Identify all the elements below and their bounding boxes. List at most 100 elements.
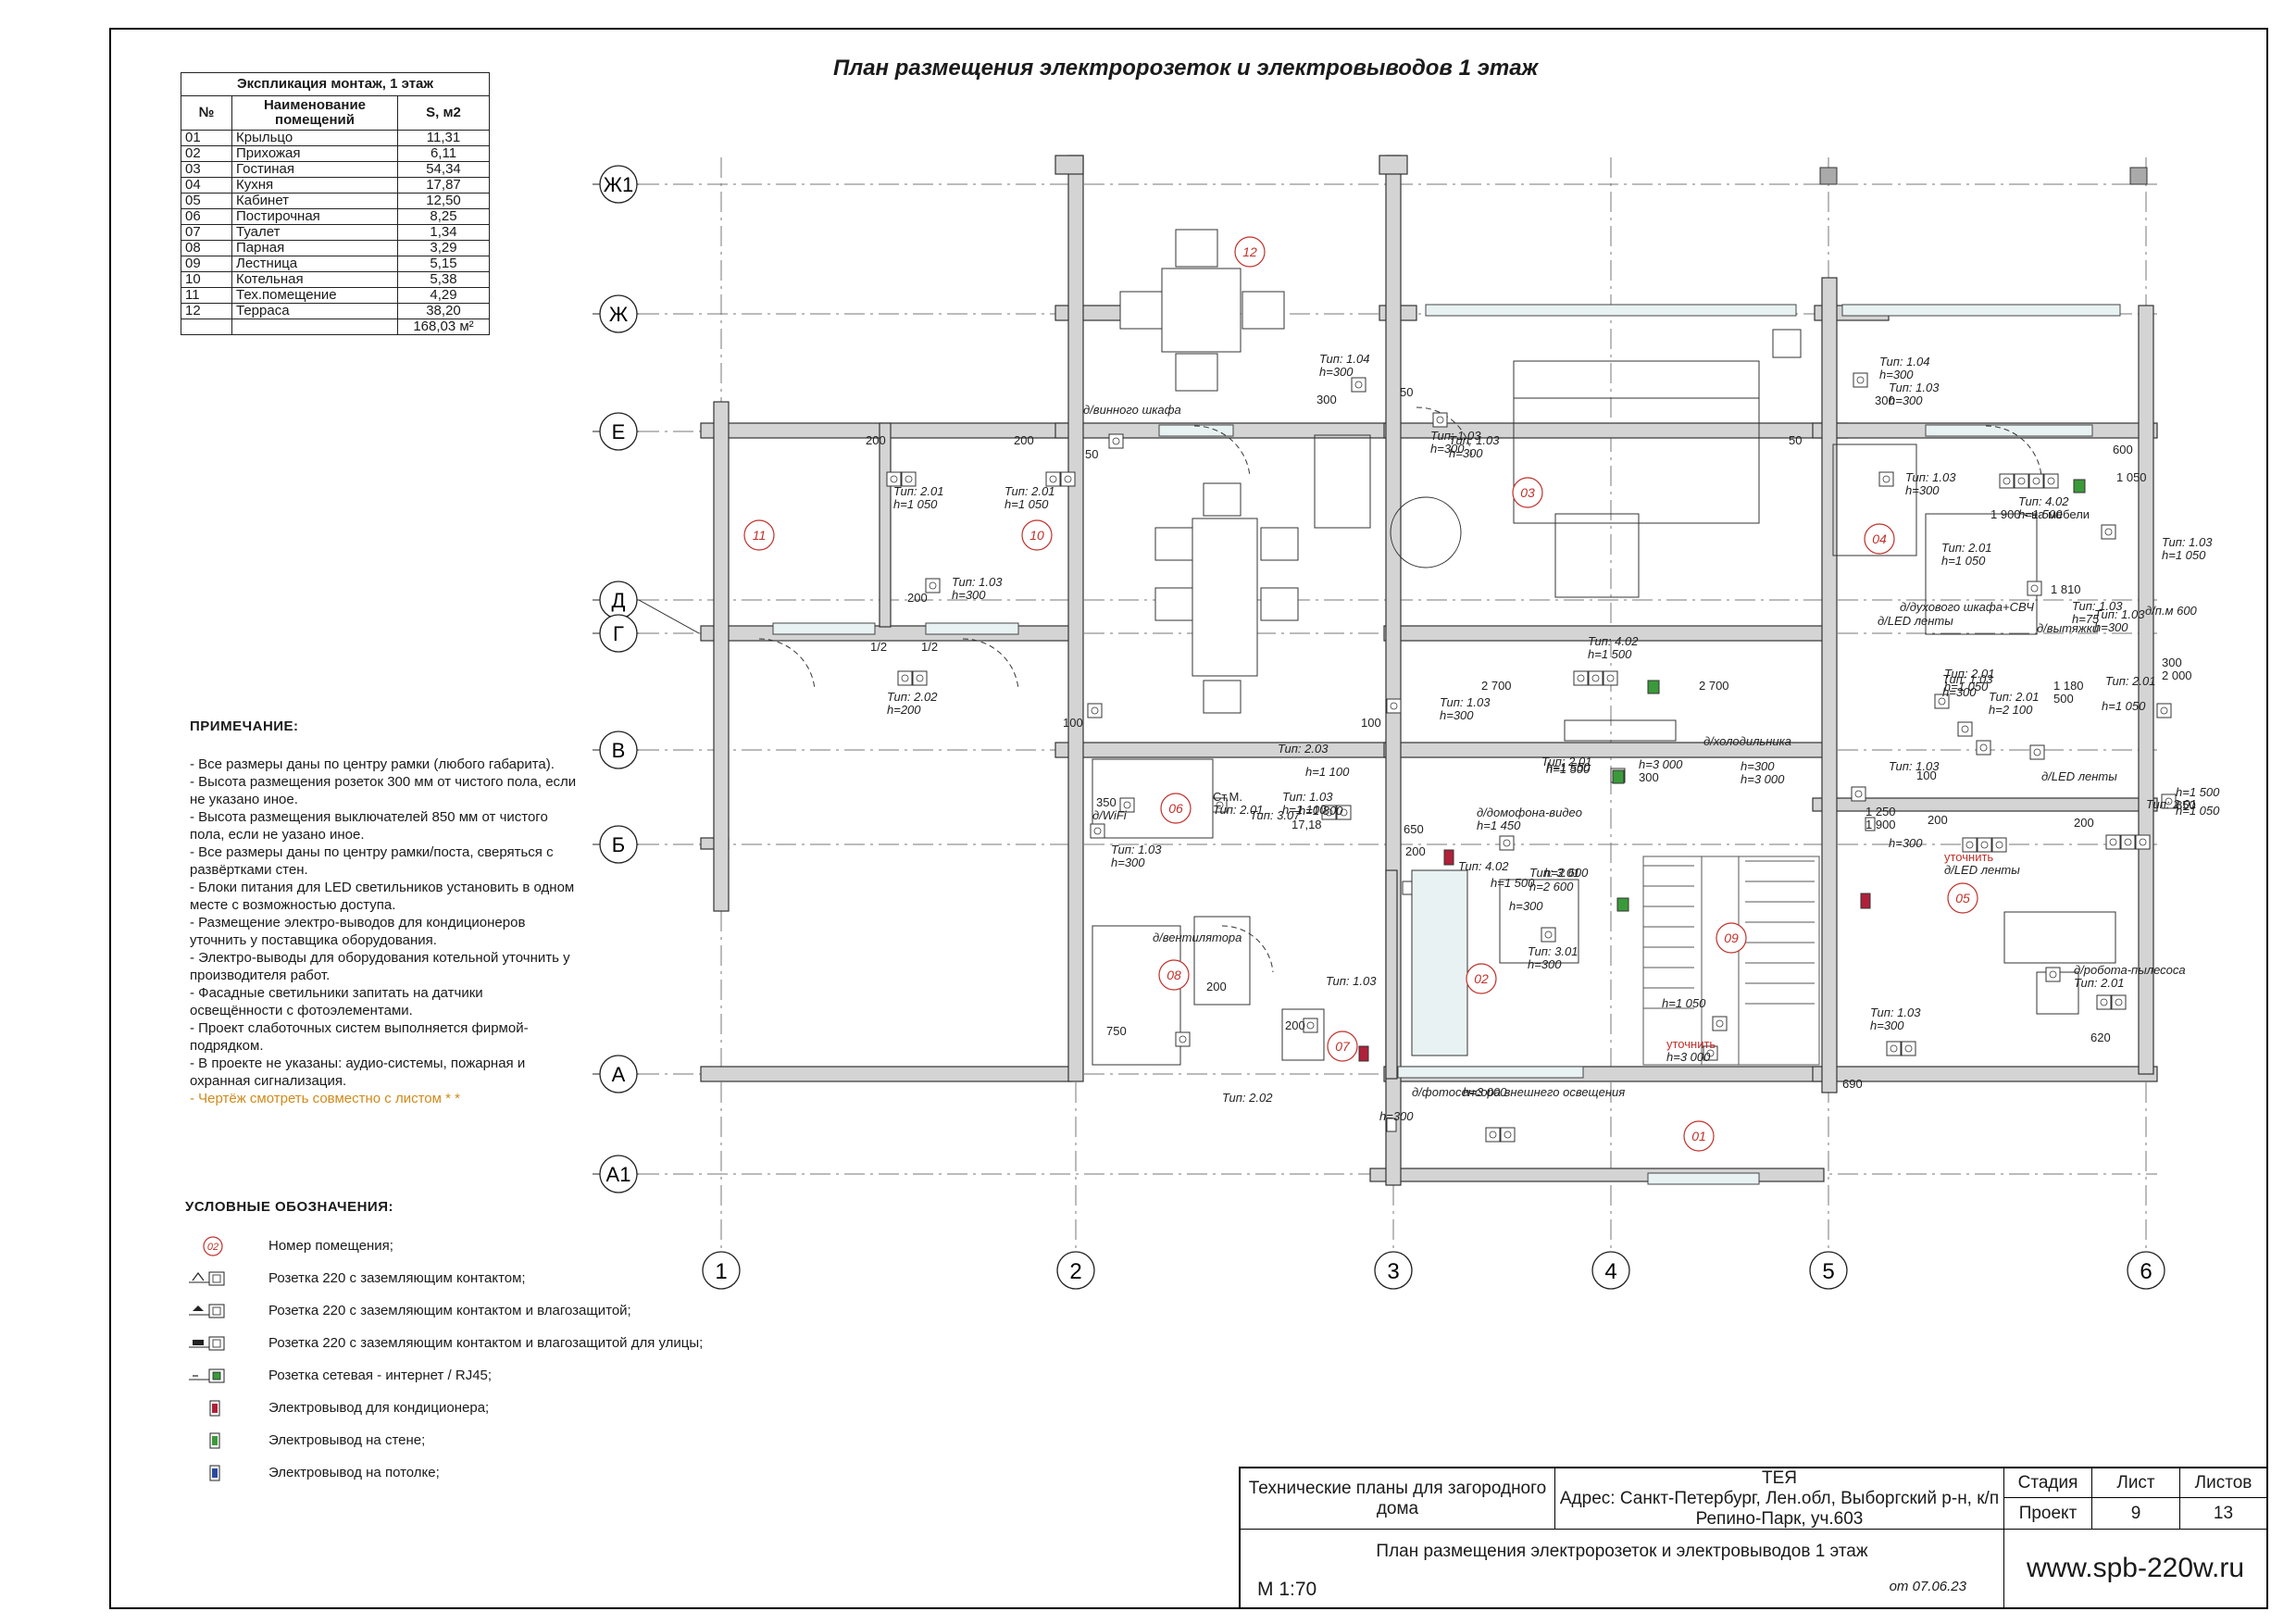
socket-220-icon (1216, 801, 1224, 809)
socket-220-icon (2027, 581, 2042, 596)
room-number-icon (743, 519, 775, 551)
socket-220-icon (1045, 471, 1061, 487)
socket-220-icon (2045, 967, 2061, 982)
wall (1812, 797, 2158, 812)
plan-label: д/WiFi (1092, 808, 1128, 822)
socket-220-icon (905, 475, 913, 483)
ceiling-outlet-icon (1865, 817, 1876, 831)
plan-label: h=1 050 (2176, 804, 2220, 818)
chair (1154, 587, 1193, 621)
plan-label: Тип: 1.03 (1889, 381, 1940, 394)
note-item: - Все размеры даны по центру рамки (любо… (190, 756, 555, 772)
legend-label: Розетка 220 с заземляющим контактом; (268, 1270, 526, 1286)
socket-220-icon (2029, 744, 2045, 760)
plan-label: Тип: 2.01 (1213, 803, 1263, 817)
socket-220-icon (925, 578, 941, 593)
plan-label: 200 (2074, 816, 2094, 830)
col-axis-label: 4 (1604, 1259, 1616, 1284)
plan-label: h=1 100 (1282, 803, 1327, 817)
website[interactable]: www.spb-220w.ru (2026, 1553, 2245, 1583)
row-axis-label: В (612, 739, 626, 762)
kitchen-island (1925, 513, 2038, 635)
col-header-name: Наименование помещений (231, 95, 398, 131)
stage-label: Стадия (2004, 1468, 2092, 1498)
plan-label: h=300 (1905, 483, 1940, 497)
socket-220-icon (2033, 748, 2041, 756)
col-axis-bubble (2127, 1251, 2165, 1290)
col-axis-bubble (1374, 1251, 1413, 1290)
socket-220-icon (1303, 1018, 1318, 1033)
room-number: 01 (1691, 1129, 1706, 1143)
legend-label: Розетка 220 с заземляющим контактом и вл… (268, 1303, 631, 1318)
plan-label: Тип: 1.03 (1111, 843, 1162, 856)
col-axis-label: 3 (1387, 1259, 1399, 1284)
wall (1812, 1066, 2158, 1082)
plan-label: h=200 (887, 703, 921, 717)
plan-label: д/фотосенсора внешнего освещения (1412, 1085, 1625, 1099)
chair (1260, 527, 1299, 561)
cell-num: 07 (181, 224, 232, 241)
bench (1499, 879, 1579, 964)
socket-220-icon (1980, 841, 1989, 849)
plan-label: 50 (1400, 385, 1413, 399)
plan-label: 2 700 (1481, 679, 1512, 693)
plan-label: 1 900 - на мебели (1990, 507, 2090, 521)
door-swing (1985, 425, 2042, 478)
chair (1203, 482, 1242, 517)
cell-area: 8,25 (397, 208, 490, 225)
door-swing (1221, 925, 1274, 973)
door-swing (758, 638, 816, 691)
chair (1260, 587, 1299, 621)
plan-label: Тип: 1.03 (1430, 429, 1481, 443)
plan-label: д/винного шкафа (1083, 403, 1181, 417)
socket-220-icon (1706, 1049, 1715, 1057)
room-number: 03 (1520, 485, 1535, 500)
cell-area: 3,29 (397, 240, 490, 256)
row-axis-label: Е (612, 420, 626, 443)
plan-label: h=1 100 (1305, 765, 1350, 779)
plan-label: h=1 450 (1477, 818, 1521, 832)
plan-label: 1 810 (2051, 582, 2081, 596)
plan-label: h=1 500 (1491, 876, 1535, 890)
col-axis-bubble (1056, 1251, 1095, 1290)
plan-label: 300 (1316, 393, 1337, 406)
socket-220-icon (1093, 827, 1102, 835)
plan-label: Тип: 2.02 (1222, 1091, 1273, 1105)
room-number-icon (1512, 477, 1543, 508)
socket-220-icon (1485, 1127, 1501, 1143)
socket-220-moisture-icon (185, 1300, 241, 1322)
socket-220-icon (2135, 834, 2151, 850)
note-item: - В проекте не указаны: аудио-системы, п… (190, 1056, 526, 1089)
socket-220-icon (1938, 697, 1946, 706)
row-axis-label: Ж (609, 303, 629, 326)
wall (713, 401, 730, 912)
socket-220-icon (890, 475, 898, 483)
legend-row: Электровывод на потолке; (185, 1456, 778, 1489)
rj45-socket-icon (185, 1365, 241, 1387)
sheets-value: 13 (2180, 1498, 2266, 1530)
socket-220-icon (1390, 702, 1398, 710)
plan-label: h=300 (1449, 446, 1483, 460)
plan-label: 1 050 (2116, 470, 2147, 484)
cell-num: 10 (181, 271, 232, 288)
note-item: - Блоки питания для LED светильников уст… (190, 880, 575, 913)
ac-outlet-icon (1358, 1045, 1369, 1062)
socket-220-icon (1853, 372, 1868, 388)
socket-220-icon (1112, 437, 1120, 445)
plan-label: Тип: 1.03 (1326, 974, 1377, 988)
plan-label: Тип: 1.03 (952, 575, 1003, 589)
plan-label: 200 (1405, 844, 1426, 858)
socket-220-icon (886, 471, 902, 487)
plan-label: h=2 600 (1529, 880, 1574, 893)
note-item: - Все размеры даны по центру рамки/поста… (190, 844, 554, 878)
plan-label: Тип: 2.03 (1278, 742, 1329, 756)
socket-220-icon (1991, 837, 2007, 853)
row-axis-bubble (599, 825, 638, 864)
socket-220-icon (2115, 998, 2123, 1006)
explication-table: Экспликация монтаж, 1 этаж № Наименовани… (181, 72, 490, 335)
plan-label: h=1 500 (2018, 507, 2063, 521)
